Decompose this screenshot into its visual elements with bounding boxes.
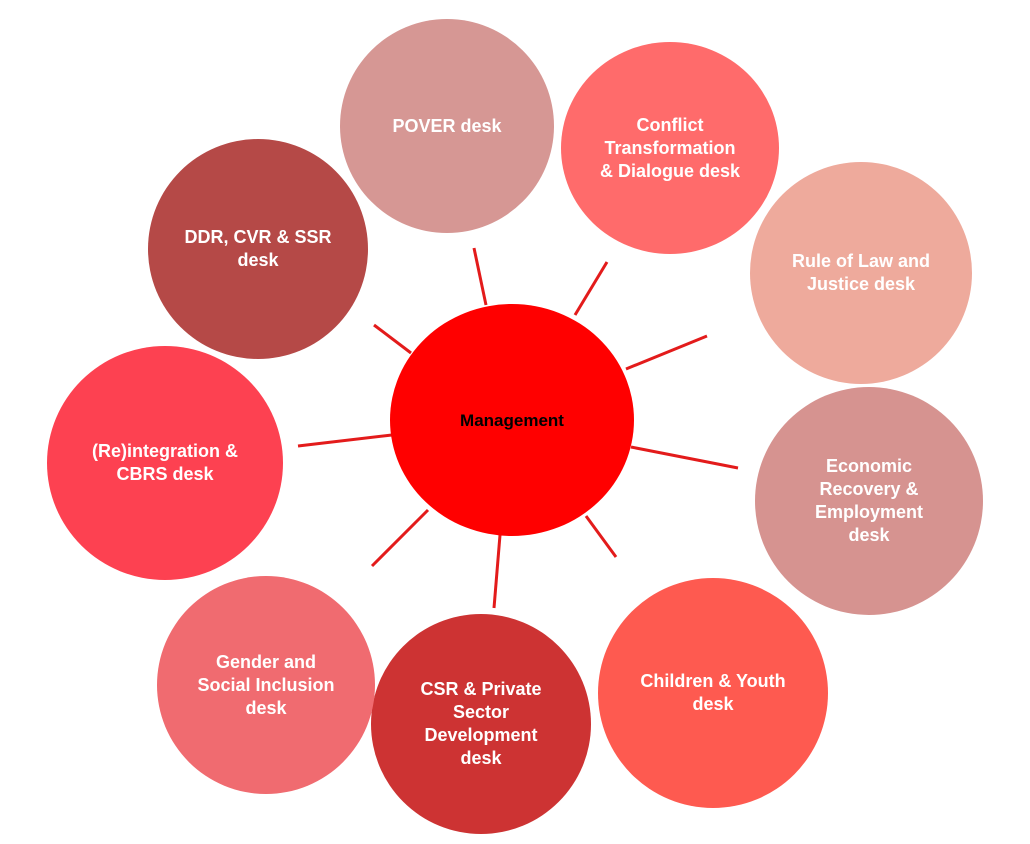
connector-reintegration bbox=[297, 433, 393, 448]
desk-pover: POVER desk bbox=[340, 19, 554, 233]
desk-label: Economic Recovery & Employment desk bbox=[814, 456, 924, 545]
connector-rule-of-law bbox=[625, 334, 708, 371]
desk-conflict-transformation: Conflict Transformation & Dialogue desk bbox=[561, 42, 779, 254]
desk-gender-social-inclusion: Gender and Social Inclusion desk bbox=[157, 576, 375, 794]
desk-economic-recovery: Economic Recovery & Employment desk bbox=[755, 387, 983, 615]
desk-label: Conflict Transformation & Dialogue desk bbox=[599, 114, 741, 181]
connector-economic bbox=[630, 445, 739, 470]
connector-csr bbox=[492, 534, 502, 609]
desk-label: DDR, CVR & SSR desk bbox=[184, 227, 332, 270]
desk-label: Rule of Law and Justice desk bbox=[791, 251, 930, 294]
desk-children-youth: Children & Youth desk bbox=[598, 578, 828, 808]
connector-conflict bbox=[573, 261, 609, 316]
connector-gender bbox=[370, 508, 430, 568]
desk-rule-of-law: Rule of Law and Justice desk bbox=[750, 162, 972, 384]
desk-label: (Re)integration & CBRS desk bbox=[92, 441, 238, 484]
connector-pover bbox=[472, 247, 488, 306]
desk-ddr-cvr-ssr: DDR, CVR & SSR desk bbox=[148, 139, 368, 359]
management-label: Management bbox=[460, 410, 564, 430]
desk-csr-private-sector: CSR & Private Sector Development desk bbox=[371, 614, 591, 834]
management-hub: Management bbox=[390, 304, 634, 536]
desk-label: POVER desk bbox=[392, 115, 502, 136]
connector-ddr bbox=[373, 323, 412, 355]
desk-label: Gender and Social Inclusion desk bbox=[197, 651, 335, 718]
desk-reintegration-cbrs: (Re)integration & CBRS desk bbox=[47, 346, 283, 580]
desk-label: Children & Youth desk bbox=[640, 671, 786, 714]
desk-label: CSR & Private Sector Development desk bbox=[420, 679, 542, 768]
connector-children bbox=[584, 515, 618, 558]
